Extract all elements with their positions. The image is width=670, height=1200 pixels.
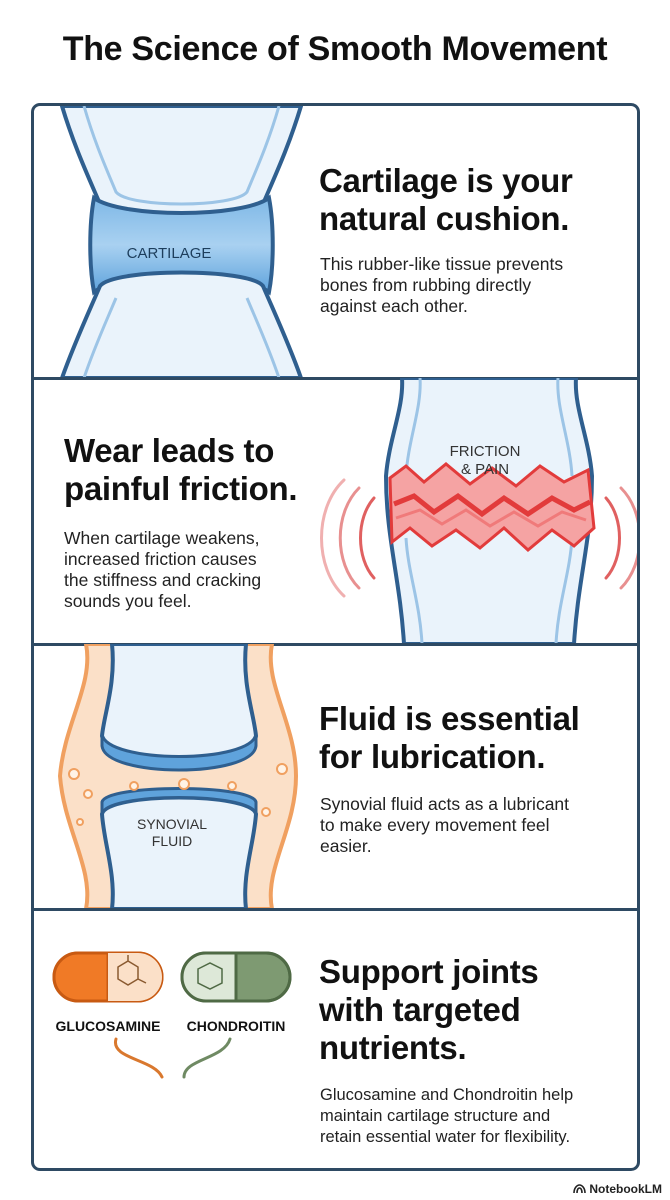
brand-watermark: NotebookLM: [573, 1182, 662, 1196]
body-line: Glucosamine and Chondroitin help: [320, 1086, 574, 1104]
panel-body: This rubber-like tissue prevents bones f…: [320, 254, 563, 317]
glucosamine-capsule: [52, 951, 164, 1003]
heading-line: Cartilage is your: [319, 162, 573, 199]
body-line: Synovial fluid acts as a lubricant: [320, 794, 570, 814]
body-line: This rubber-like tissue prevents: [320, 254, 564, 274]
chondroitin-squiggle: [182, 1037, 232, 1079]
friction-joint-illustration: FRICTION & PAIN: [320, 378, 637, 644]
lower-bone-shape: [59, 270, 304, 378]
friction-label: & PAIN: [461, 461, 509, 478]
panel-heading: Cartilage is your natural cushion.: [319, 162, 573, 238]
cartilage-pad: [88, 194, 275, 296]
heading-line: for lubrication.: [319, 738, 546, 775]
supplement-capsules-illustration: GLUCOSAMINE CHONDROITIN: [52, 951, 292, 1079]
body-line: bones from rubbing directly: [320, 275, 532, 295]
panel-divider: [34, 908, 637, 911]
body-line: When cartilage weakens,: [64, 528, 260, 548]
body-line: easier.: [320, 836, 372, 856]
body-line: sounds you feel.: [64, 591, 192, 611]
body-line: to make every movement feel: [320, 815, 550, 835]
cartilage-joint-illustration: CARTILAGE: [59, 106, 304, 378]
synovial-fluid-illustration: SYNOVIAL FLUID: [57, 644, 299, 909]
heading-line: nutrients.: [319, 1029, 467, 1066]
heading-line: natural cushion.: [319, 200, 570, 237]
panel-nutrients: GLUCOSAMINE CHONDROITIN Support joints w…: [34, 909, 637, 1168]
panel-heading: Fluid is essential for lubrication.: [319, 700, 580, 776]
panel-body: When cartilage weakens, increased fricti…: [64, 528, 261, 612]
panel-divider: [34, 643, 637, 646]
body-line: retain essential water for flexibility.: [320, 1128, 571, 1146]
panel-heading: Wear leads to painful friction.: [64, 432, 298, 508]
body-line: against each other.: [320, 296, 468, 316]
page-title: The Science of Smooth Movement: [62, 30, 608, 68]
chondroitin-capsule: [180, 951, 292, 1003]
panel-cartilage: CARTILAGE Cartilage is your natural cush…: [34, 106, 637, 378]
heading-line: Wear leads to: [64, 432, 275, 469]
panel-fluid: SYNOVIAL FLUID Fluid is essential for lu…: [34, 644, 637, 909]
panel-body: Synovial fluid acts as a lubricant to ma…: [320, 794, 569, 857]
fluid-label: FLUID: [152, 833, 192, 849]
heading-line: Support joints: [319, 953, 539, 990]
panel-friction: FRICTION & PAIN Wear leads to painful fr…: [34, 378, 637, 644]
upper-bone-shape: [99, 644, 259, 761]
lower-bone-shape: [99, 795, 259, 909]
brand-name: NotebookLM: [589, 1182, 662, 1196]
body-line: increased friction causes: [64, 549, 257, 569]
body-line: the stiffness and cracking: [64, 570, 262, 590]
chondroitin-label: CHONDROITIN: [187, 1018, 286, 1034]
friction-label: FRICTION: [450, 443, 521, 460]
panel-heading: Support joints with targeted nutrients.: [319, 953, 539, 1067]
fluid-label: SYNOVIAL: [137, 816, 207, 832]
heading-line: with targeted: [319, 991, 521, 1028]
notebooklm-icon: [573, 1184, 587, 1194]
glucosamine-label: GLUCOSAMINE: [56, 1018, 161, 1034]
heading-line: painful friction.: [64, 470, 298, 507]
body-line: maintain cartilage structure and: [320, 1107, 551, 1125]
pain-wave-right: [604, 496, 621, 580]
glucosamine-squiggle: [114, 1037, 164, 1079]
infographic-frame: CARTILAGE Cartilage is your natural cush…: [31, 103, 640, 1171]
pain-wave-left: [359, 496, 376, 580]
panel-divider: [34, 377, 637, 380]
panel-body: Glucosamine and Chondroitin help maintai…: [320, 1085, 573, 1148]
cartilage-label: CARTILAGE: [127, 245, 212, 262]
friction-crack-line: [393, 492, 592, 518]
heading-line: Fluid is essential: [319, 700, 580, 737]
